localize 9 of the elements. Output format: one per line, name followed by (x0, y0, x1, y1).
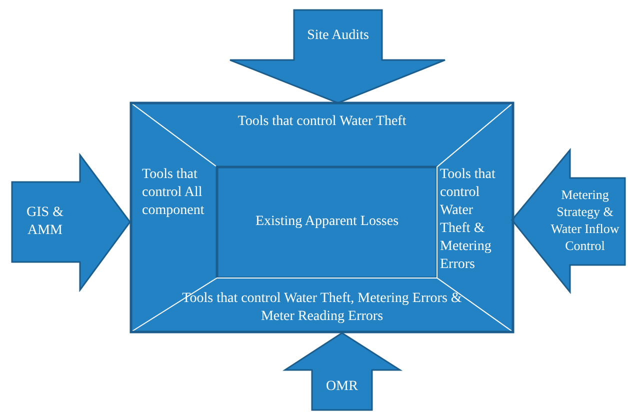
node-label: GIS & AMM (26, 204, 64, 240)
node-label: Site Audits (306, 27, 370, 45)
node-label: Tools that control Water Theft, Metering Errors & Meter Reading Errors (182, 290, 462, 326)
node-label: Tools that control All component (142, 166, 206, 220)
node-label: Existing Apparent Losses (254, 213, 400, 231)
node-label: OMR (325, 378, 359, 396)
node-label: Tools that control Water Theft (236, 113, 408, 131)
node-label: Metering Strategy & Water Inflow Control (550, 186, 620, 254)
node-label: Tools that control Water Theft & Metering Errors (440, 166, 496, 274)
